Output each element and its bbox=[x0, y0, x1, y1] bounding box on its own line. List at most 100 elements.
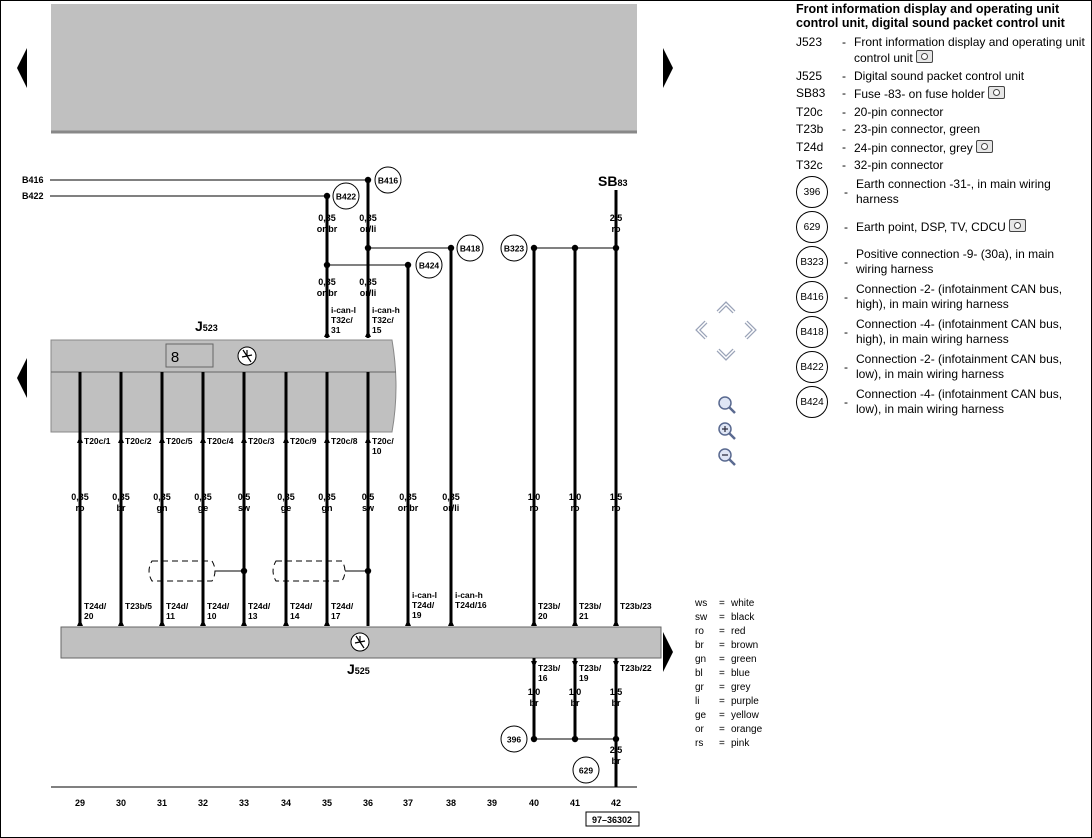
pin-label: T24d/ bbox=[248, 601, 271, 611]
color-abbr: bl bbox=[695, 668, 703, 679]
diagram-id: 97–36302 bbox=[592, 815, 632, 825]
junction bbox=[571, 735, 579, 743]
junction bbox=[530, 735, 538, 743]
page-left-icon[interactable] bbox=[17, 48, 27, 88]
column-number: 32 bbox=[198, 798, 208, 808]
arrow-left-icon[interactable] bbox=[695, 320, 708, 340]
pin-arrow bbox=[405, 619, 411, 626]
wire-label: 1,0 bbox=[528, 687, 541, 697]
wire-label: 0,5 bbox=[362, 492, 375, 502]
legend-desc: Digital sound packet control unit bbox=[854, 68, 1025, 83]
color-eq: = bbox=[719, 668, 725, 679]
legend-code: T23b bbox=[796, 122, 824, 136]
legend-node-badge: 629 bbox=[796, 211, 828, 243]
pin-arrow bbox=[613, 661, 619, 668]
legend-desc: Connection -4- (infotainment CAN bus, lo… bbox=[856, 387, 1063, 416]
color-eq: = bbox=[719, 682, 725, 693]
color-key-row: or=orange bbox=[695, 723, 762, 737]
camera-icon[interactable] bbox=[915, 50, 933, 63]
legend-dash: - bbox=[842, 35, 846, 49]
bus-label-b422: B422 bbox=[22, 191, 44, 201]
wire-label: or/li bbox=[360, 288, 377, 298]
page-left-icon[interactable] bbox=[17, 358, 27, 398]
legend-item: T32c-32-pin connector bbox=[796, 158, 1086, 173]
legend-dash: - bbox=[842, 104, 846, 119]
color-name: white bbox=[731, 598, 755, 609]
node-b323 bbox=[500, 234, 528, 262]
color-eq: = bbox=[719, 598, 725, 609]
column-number: 39 bbox=[487, 798, 497, 808]
node-629-label: 629 bbox=[579, 766, 593, 776]
arrow-down-icon[interactable] bbox=[716, 348, 736, 361]
pin-label: 15 bbox=[372, 325, 382, 335]
legend-items: J523-Front information display and opera… bbox=[796, 35, 1086, 418]
pin-label: i-can-h bbox=[455, 590, 483, 600]
color-eq: = bbox=[719, 626, 725, 637]
color-abbr: gr bbox=[695, 682, 704, 693]
color-eq: = bbox=[719, 710, 725, 721]
color-name: black bbox=[731, 612, 755, 623]
pin-label: 10 bbox=[207, 611, 217, 621]
pin-arrow bbox=[324, 436, 330, 443]
wire-label: or/br bbox=[317, 288, 338, 298]
color-eq: = bbox=[719, 640, 725, 651]
wire-label: 0,35 bbox=[194, 492, 212, 502]
color-key-row: gn=green bbox=[695, 653, 762, 667]
node-b418 bbox=[456, 234, 484, 262]
column-number: 36 bbox=[363, 798, 373, 808]
wire-label: ro bbox=[571, 503, 581, 513]
pin-label: 19 bbox=[579, 673, 589, 683]
color-name: blue bbox=[731, 668, 750, 679]
pin-arrow bbox=[241, 436, 247, 443]
wire-label: 2,5 bbox=[610, 213, 623, 223]
pin-label: T23b/5 bbox=[125, 601, 152, 611]
legend-dash: - bbox=[842, 86, 846, 100]
pin-arrow bbox=[365, 436, 371, 443]
page-right-icon[interactable] bbox=[663, 632, 673, 672]
camera-icon[interactable] bbox=[987, 86, 1005, 99]
column-number: 33 bbox=[239, 798, 249, 808]
legend-dash: - bbox=[844, 324, 848, 339]
component-label-j525: J525 bbox=[347, 661, 370, 677]
pin-label: T20c/ bbox=[372, 436, 394, 446]
arrow-up-icon[interactable] bbox=[716, 301, 736, 314]
color-name: orange bbox=[731, 724, 763, 735]
legend-node-badge: B323 bbox=[796, 246, 828, 278]
pin-arrow bbox=[77, 619, 83, 626]
component-label-sb83: SB83 bbox=[598, 173, 627, 189]
junction bbox=[364, 244, 372, 252]
legend-dash: - bbox=[844, 184, 848, 199]
node-b422 bbox=[332, 182, 360, 210]
legend-desc: Connection -4- (infotainment CAN bus, hi… bbox=[856, 317, 1063, 346]
color-key-row: rs=pink bbox=[695, 737, 762, 751]
zoom-fit-icon[interactable] bbox=[717, 395, 737, 415]
legend-desc: Connection -2- (infotainment CAN bus, lo… bbox=[856, 352, 1063, 381]
pin-label: 16 bbox=[538, 673, 548, 683]
pin-label: T23b/ bbox=[579, 663, 602, 673]
zoom-out-icon[interactable] bbox=[717, 447, 737, 467]
camera-icon[interactable] bbox=[1008, 219, 1026, 232]
wire-label: 0,35 bbox=[318, 492, 336, 502]
wire-label: 0,35 bbox=[399, 492, 417, 502]
wire-label: 1,5 bbox=[610, 492, 623, 502]
junction bbox=[612, 244, 620, 252]
legend-desc: Front information display and operating … bbox=[854, 35, 1085, 65]
legend-code: SB83 bbox=[796, 86, 826, 100]
arrow-right-icon[interactable] bbox=[744, 320, 757, 340]
color-abbr: rs bbox=[695, 738, 704, 749]
legend-code: J525 bbox=[796, 68, 823, 83]
legend-node-badge: B424 bbox=[796, 386, 828, 418]
legend-desc: Earth point, DSP, TV, CDCU bbox=[856, 219, 1086, 235]
pin-label: i-can-l bbox=[412, 590, 437, 600]
pin-label: i-can-l bbox=[331, 305, 356, 315]
legend-node-badge: 396 bbox=[796, 176, 828, 208]
wire-label: sw bbox=[238, 503, 251, 513]
legend-desc: Fuse -83- on fuse holder bbox=[854, 86, 1086, 102]
wire-label: br bbox=[571, 698, 580, 708]
pin-arrow bbox=[200, 436, 206, 443]
zoom-in-icon[interactable] bbox=[717, 421, 737, 441]
page-right-icon[interactable] bbox=[663, 48, 673, 88]
bus-label-b416: B416 bbox=[22, 175, 44, 185]
camera-icon[interactable] bbox=[975, 139, 993, 153]
wire-label: or/br bbox=[317, 224, 338, 234]
